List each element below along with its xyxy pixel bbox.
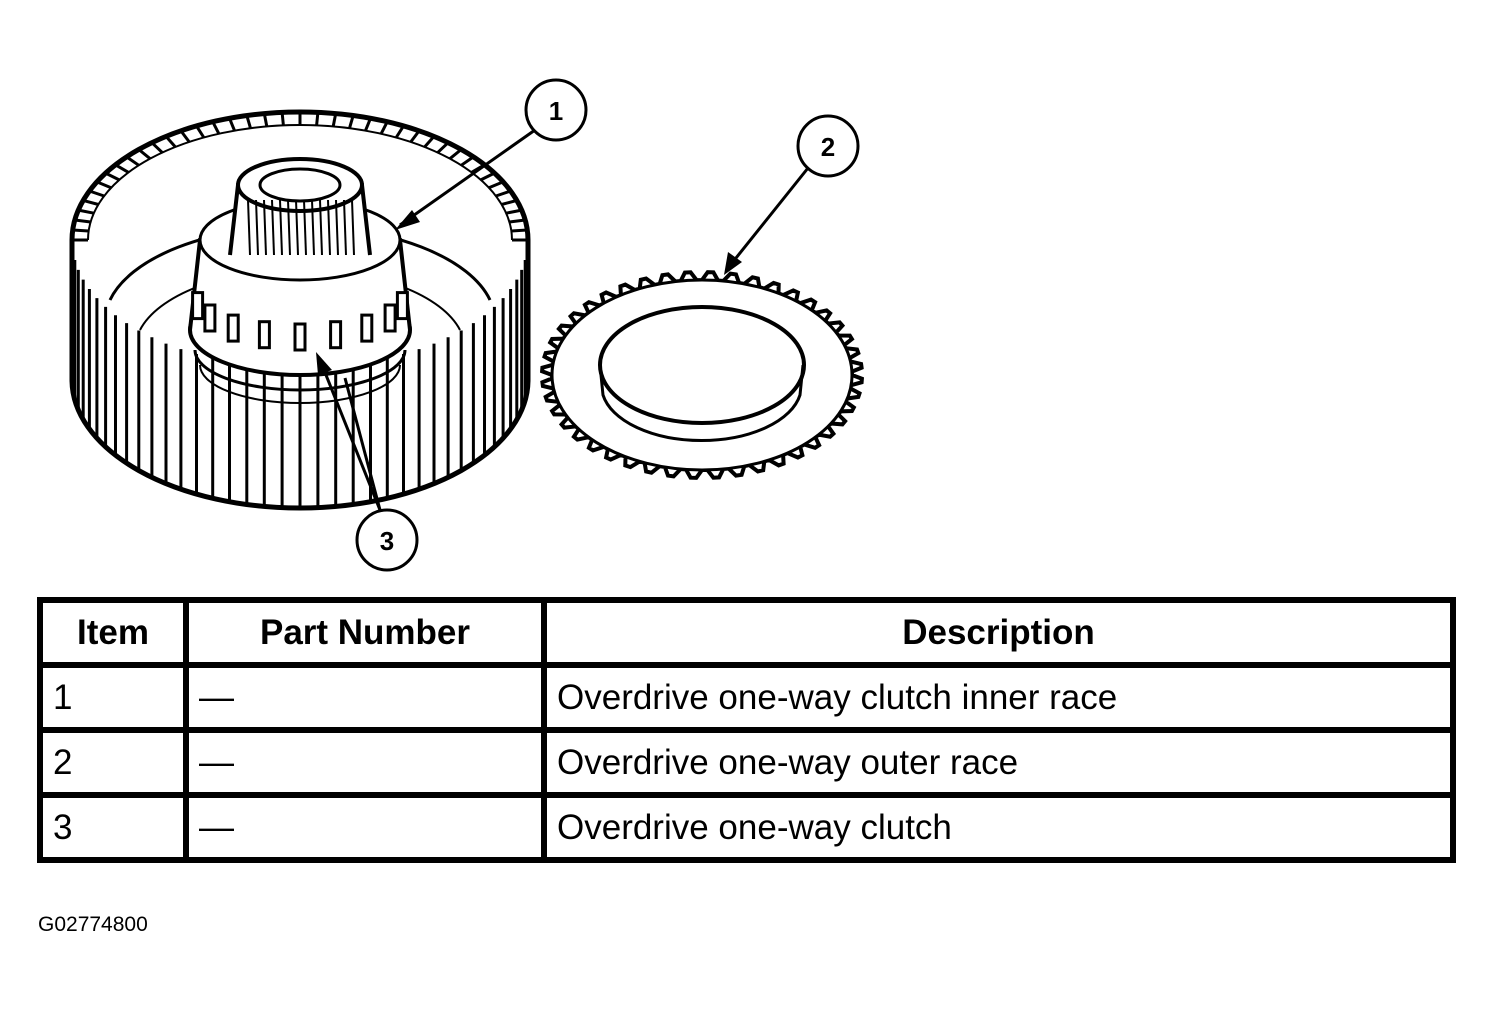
cell-item: 2 xyxy=(37,727,189,798)
callout-1: 1 xyxy=(395,78,588,230)
table-header-row: Item Part Number Description xyxy=(37,597,1456,668)
cell-part-number: — xyxy=(183,662,547,733)
parts-table: Item Part Number Description 1 — Overdri… xyxy=(37,597,1456,863)
outer-race-drawing xyxy=(539,270,865,480)
header-item: Item xyxy=(37,597,189,668)
clutch-exploded-illustration: 1 2 3 xyxy=(69,78,865,572)
figure-code: G02774800 xyxy=(38,913,148,936)
callout-2-label: 2 xyxy=(821,132,835,162)
cell-item: 3 xyxy=(37,792,189,863)
cell-part-number: — xyxy=(183,792,547,863)
table-row: 1 — Overdrive one-way clutch inner race xyxy=(37,662,1456,733)
callout-3-label: 3 xyxy=(380,526,394,556)
callout-2: 2 xyxy=(724,114,860,275)
table-row: 3 — Overdrive one-way clutch xyxy=(37,792,1456,863)
cell-description: Overdrive one-way outer race xyxy=(541,727,1456,798)
cell-item: 1 xyxy=(37,662,189,733)
callout-1-label: 1 xyxy=(549,96,563,126)
header-part-number: Part Number xyxy=(183,597,547,668)
callout-3: 3 xyxy=(316,352,419,572)
table-row: 2 — Overdrive one-way outer race xyxy=(37,727,1456,798)
cell-description: Overdrive one-way clutch inner race xyxy=(541,662,1456,733)
cell-part-number: — xyxy=(183,727,547,798)
header-description: Description xyxy=(541,597,1456,668)
clutch-drum-drawing xyxy=(69,109,531,511)
cell-description: Overdrive one-way clutch xyxy=(541,792,1456,863)
